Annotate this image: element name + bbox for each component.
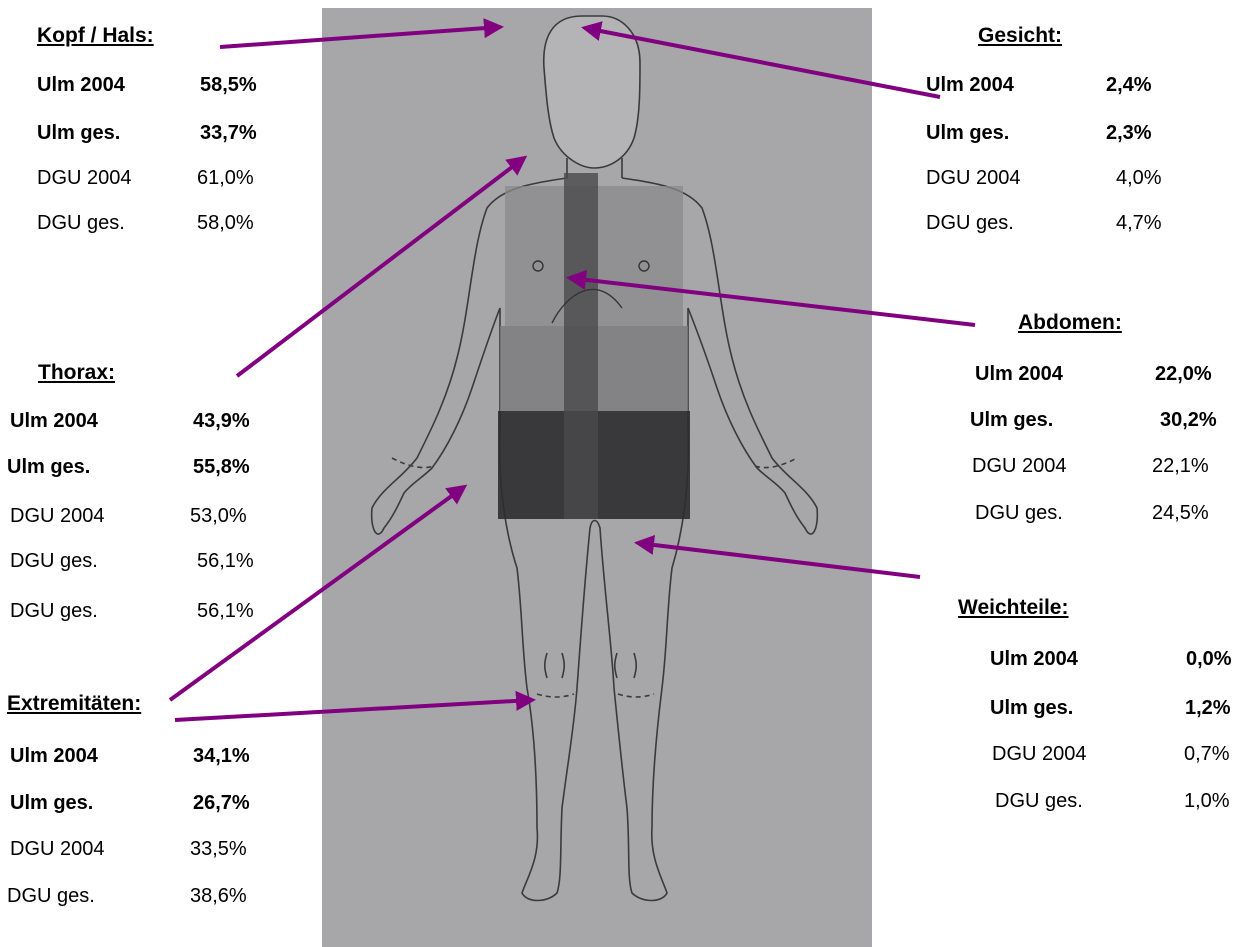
stat-value: 61,0% xyxy=(197,167,254,190)
stat-label: DGU 2004 xyxy=(10,505,105,528)
stat-value: 4,7% xyxy=(1116,212,1162,235)
stat-value: 4,0% xyxy=(1116,167,1162,190)
stat-label: Ulm 2004 xyxy=(975,363,1063,386)
stat-value: 0,0% xyxy=(1186,648,1232,671)
stat-label: DGU ges. xyxy=(995,790,1083,813)
body-outline-icon xyxy=(322,8,872,947)
stat-value: 22,1% xyxy=(1152,455,1209,478)
stat-value: 56,1% xyxy=(197,600,254,623)
stat-value: 56,1% xyxy=(197,550,254,573)
region-heading: Weichteile: xyxy=(958,596,1068,620)
stat-label: Ulm ges. xyxy=(10,792,93,815)
stat-value: 0,7% xyxy=(1184,743,1230,766)
stat-value: 58,5% xyxy=(200,74,257,97)
stat-value: 1,2% xyxy=(1185,697,1231,720)
stat-label: Ulm ges. xyxy=(970,409,1053,432)
stat-label: Ulm ges. xyxy=(37,122,120,145)
stat-value: 55,8% xyxy=(193,456,250,479)
region-heading: Kopf / Hals: xyxy=(37,24,154,48)
stat-value: 26,7% xyxy=(193,792,250,815)
stat-label: Ulm 2004 xyxy=(990,648,1078,671)
body-diagram xyxy=(322,8,872,947)
region-heading: Extremitäten: xyxy=(7,692,141,716)
stat-value: 22,0% xyxy=(1155,363,1212,386)
stat-value: 33,5% xyxy=(190,838,247,861)
stat-label: DGU ges. xyxy=(37,212,125,235)
stat-label: Ulm 2004 xyxy=(926,74,1014,97)
stat-label: DGU 2004 xyxy=(10,838,105,861)
region-heading: Thorax: xyxy=(38,361,115,385)
stat-value: 2,3% xyxy=(1106,122,1152,145)
stat-label: Ulm 2004 xyxy=(10,745,98,768)
stat-label: DGU ges. xyxy=(10,550,98,573)
stat-label: DGU ges. xyxy=(926,212,1014,235)
stat-label: Ulm ges. xyxy=(926,122,1009,145)
stat-value: 34,1% xyxy=(193,745,250,768)
stat-value: 38,6% xyxy=(190,885,247,908)
stat-label: DGU 2004 xyxy=(992,743,1087,766)
region-heading: Abdomen: xyxy=(1018,311,1122,335)
stat-label: Ulm 2004 xyxy=(37,74,125,97)
region-heading: Gesicht: xyxy=(978,24,1062,48)
stat-value: 58,0% xyxy=(197,212,254,235)
stat-label: DGU ges. xyxy=(10,600,98,623)
stat-label: DGU 2004 xyxy=(972,455,1067,478)
stat-value: 30,2% xyxy=(1160,409,1217,432)
stat-value: 43,9% xyxy=(193,410,250,433)
stat-value: 24,5% xyxy=(1152,502,1209,525)
stat-label: DGU ges. xyxy=(975,502,1063,525)
stat-label: Ulm ges. xyxy=(990,697,1073,720)
stat-value: 53,0% xyxy=(190,505,247,528)
stat-value: 33,7% xyxy=(200,122,257,145)
stat-value: 1,0% xyxy=(1184,790,1230,813)
stat-label: Ulm 2004 xyxy=(10,410,98,433)
stat-label: Ulm ges. xyxy=(7,456,90,479)
stat-label: DGU 2004 xyxy=(926,167,1021,190)
stat-value: 2,4% xyxy=(1106,74,1152,97)
stat-label: DGU 2004 xyxy=(37,167,132,190)
stat-label: DGU ges. xyxy=(7,885,95,908)
